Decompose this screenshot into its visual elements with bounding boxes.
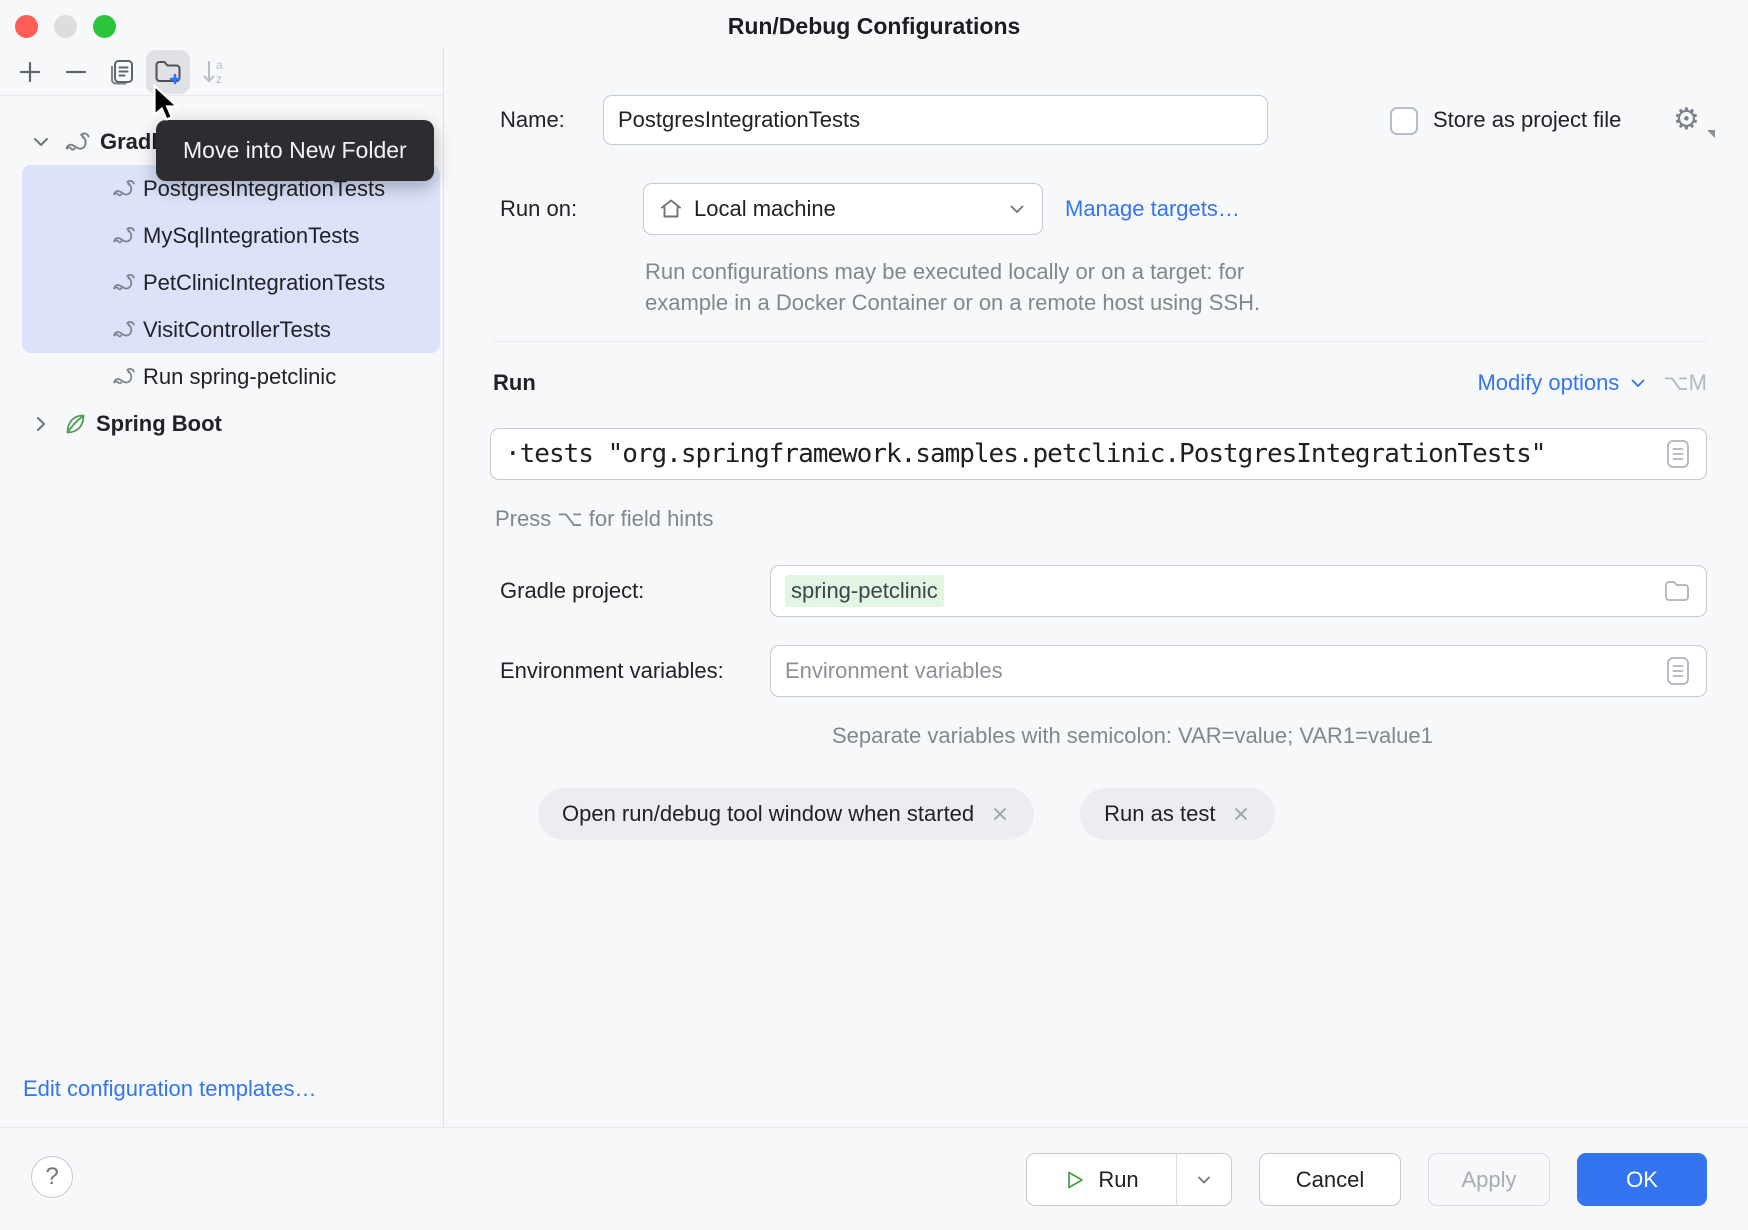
run-on-help-text: Run configurations may be executed local… (645, 259, 1261, 315)
chevron-down-icon (1006, 198, 1028, 220)
tree-item-label: VisitControllerTests (143, 316, 331, 342)
run-command-value: ·tests "org.springframework.samples.petc… (505, 439, 1546, 469)
gradle-icon (110, 225, 137, 246)
expand-editor-icon[interactable] (1664, 655, 1692, 687)
gradle-project-input[interactable]: spring-petclinic (770, 565, 1707, 617)
close-icon[interactable] (990, 804, 1010, 824)
store-options-button[interactable]: ⚙ (1673, 101, 1717, 141)
gradle-icon (110, 319, 137, 340)
manage-targets-link[interactable]: Manage targets… (1065, 196, 1240, 221)
cancel-button[interactable]: Cancel (1259, 1153, 1401, 1206)
chevron-right-icon[interactable] (30, 413, 52, 435)
move-into-new-folder-button[interactable] (146, 49, 190, 94)
tree-group-spring-boot[interactable]: Spring Boot (0, 400, 443, 447)
spring-boot-icon (62, 411, 88, 437)
modify-options-shortcut: ⌥M (1663, 370, 1707, 395)
gradle-project-value: spring-petclinic (785, 575, 944, 607)
store-as-project-file-label: Store as project file (1433, 107, 1622, 132)
add-configuration-button[interactable] (8, 50, 52, 94)
chevron-down-icon[interactable] (30, 131, 52, 153)
chevron-down-icon (1194, 1170, 1214, 1190)
apply-button[interactable]: Apply (1428, 1153, 1550, 1206)
run-section-title: Run (493, 370, 536, 395)
environment-variables-placeholder: Environment variables (785, 658, 1003, 683)
environment-variables-input[interactable]: Environment variables (770, 645, 1707, 697)
run-options-arrow[interactable] (1177, 1154, 1231, 1205)
store-as-project-file-checkbox[interactable] (1390, 107, 1418, 135)
tree-item-label: MySqlIntegrationTests (143, 222, 360, 248)
close-icon[interactable] (1231, 804, 1251, 824)
environment-variables-label: Environment variables: (500, 658, 724, 683)
sort-alphabetically-icon: a z (199, 57, 229, 87)
ok-button[interactable]: OK (1577, 1153, 1707, 1206)
svg-text:z: z (216, 72, 222, 86)
traffic-lights (15, 15, 116, 38)
title-bar: Run/Debug Configurations (0, 0, 1748, 48)
configuration-form: Name: PostgresIntegrationTests Store as … (445, 48, 1748, 1127)
tree-item-mysql[interactable]: MySqlIntegrationTests (22, 212, 440, 259)
tag-run-as-test[interactable]: Run as test (1080, 788, 1276, 840)
configurations-panel: a z Gradle (0, 48, 444, 1127)
field-hints-text: Press ⌥ for field hints (495, 506, 714, 531)
run-on-value: Local machine (694, 196, 836, 221)
tree-item-label: Run spring-petclinic (143, 363, 337, 389)
tree-item-label: PetClinicIntegrationTests (143, 269, 386, 295)
dropdown-corner-icon (1707, 130, 1715, 138)
tree-item-petclinic[interactable]: PetClinicIntegrationTests (22, 259, 440, 306)
svg-text:a: a (216, 58, 223, 72)
tree-item-visitcontroller[interactable]: VisitControllerTests (22, 306, 440, 353)
help-button[interactable]: ? (31, 1156, 73, 1198)
dialog-title: Run/Debug Configurations (727, 13, 1021, 39)
footer-divider (0, 1127, 1748, 1128)
name-label: Name: (500, 107, 565, 132)
move-into-new-folder-tooltip: Move into New Folder (156, 120, 434, 181)
modify-options-button[interactable]: Modify options ⌥M (1477, 362, 1707, 404)
split-divider (1176, 1154, 1177, 1205)
run-on-label: Run on: (500, 196, 578, 221)
gradle-icon (110, 366, 137, 387)
cursor-icon (150, 84, 184, 124)
minus-icon (62, 58, 90, 86)
option-tags: Open run/debug tool window when started … (538, 788, 1276, 840)
minimize-window-button[interactable] (54, 15, 77, 38)
dialog-buttons: Run Cancel Apply OK (1026, 1153, 1707, 1206)
close-window-button[interactable] (15, 15, 38, 38)
run-on-select[interactable]: Local machine (643, 183, 1043, 235)
tree-group-label: Spring Boot (96, 410, 222, 436)
plus-icon (16, 58, 44, 86)
new-folder-icon (152, 56, 184, 88)
question-mark-icon: ? (45, 1163, 59, 1190)
sort-configurations-button[interactable]: a z (192, 50, 236, 94)
name-input[interactable]: PostgresIntegrationTests (603, 95, 1268, 145)
tag-label: Run as test (1104, 801, 1216, 826)
house-icon (658, 196, 684, 222)
name-value: PostgresIntegrationTests (618, 107, 861, 132)
tag-open-run-debug-tool-window[interactable]: Open run/debug tool window when started (538, 788, 1035, 840)
expand-editor-icon[interactable] (1664, 438, 1692, 470)
run-button-label: Run (1098, 1166, 1139, 1192)
tree-item-run-spring-petclinic[interactable]: Run spring-petclinic (22, 353, 443, 400)
gradle-icon (110, 178, 137, 199)
modify-options-label: Modify options (1477, 370, 1620, 395)
gradle-project-label: Gradle project: (500, 578, 645, 603)
environment-variables-hint: Separate variables with semicolon: VAR=v… (832, 723, 1433, 748)
gradle-icon (62, 130, 92, 154)
section-divider (493, 341, 1707, 342)
folder-icon[interactable] (1662, 577, 1692, 605)
remove-configuration-button[interactable] (54, 50, 98, 94)
tag-label: Open run/debug tool window when started (562, 801, 975, 826)
play-icon (1064, 1169, 1086, 1191)
chevron-down-icon (1628, 373, 1648, 393)
gradle-icon (110, 272, 137, 293)
run-split-button[interactable]: Run (1026, 1153, 1232, 1206)
copy-configuration-button[interactable] (100, 50, 144, 94)
gear-icon: ⚙ (1673, 103, 1700, 136)
tree-toolbar: a z (0, 48, 443, 96)
edit-configuration-templates-link[interactable]: Edit configuration templates… (23, 1076, 317, 1101)
selected-items-block: PostgresIntegrationTests MySqlIntegratio… (22, 165, 440, 353)
run-button[interactable]: Run (1027, 1154, 1176, 1205)
run-command-input[interactable]: ·tests "org.springframework.samples.petc… (490, 428, 1707, 480)
zoom-window-button[interactable] (93, 15, 116, 38)
copy-icon (107, 57, 137, 87)
